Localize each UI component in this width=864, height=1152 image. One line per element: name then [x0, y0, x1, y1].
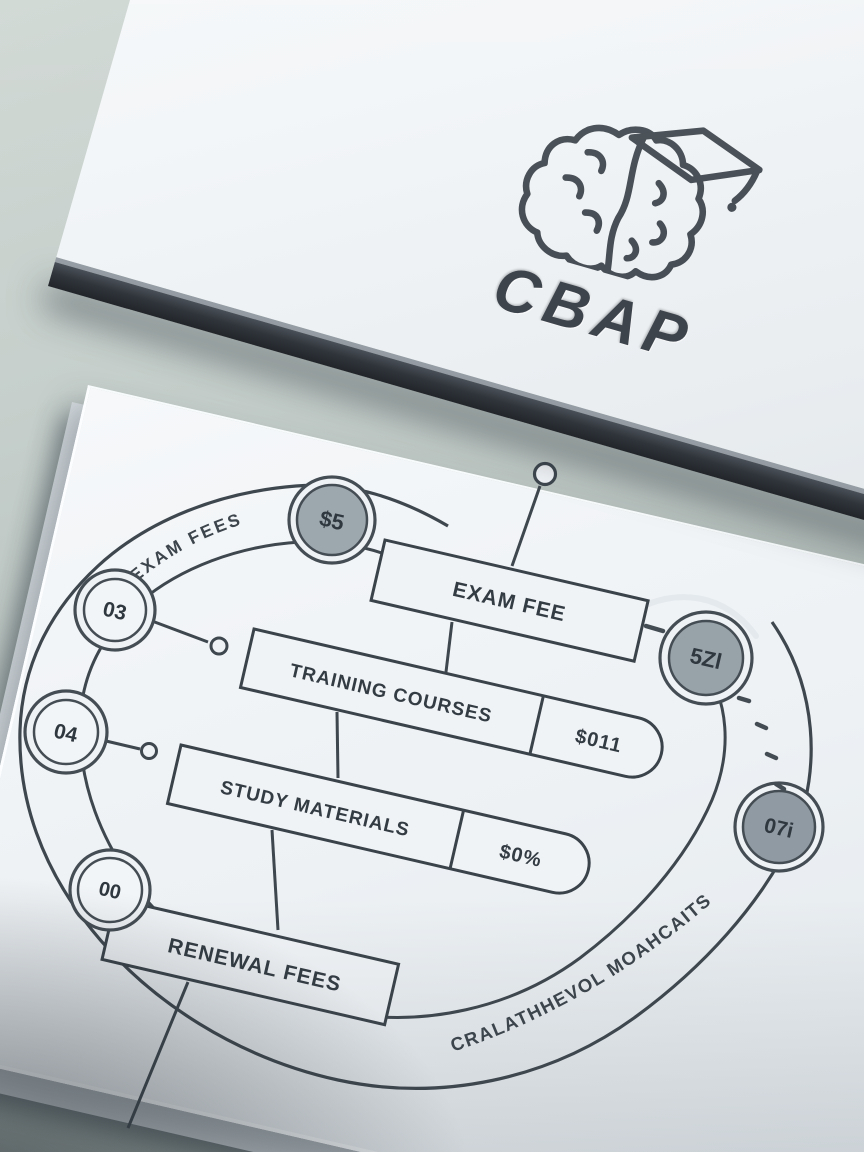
connector-renewal-bottom: [126, 981, 190, 1129]
connector-exam-training: [444, 621, 454, 673]
connector-study-renewal: [270, 829, 280, 931]
badge-step-00: 00: [68, 848, 152, 932]
top-connector-line: [510, 485, 542, 567]
top-connector-dot: [532, 461, 558, 487]
badge-exam-fee-price: $5: [287, 475, 377, 565]
connector-04-dot: [140, 742, 158, 760]
connector-badge-03: [151, 619, 209, 644]
brand-logo-block: CBAP: [449, 69, 787, 386]
arc-label-bottom: CRALATHHEVOL MOAHCAITS: [448, 889, 714, 1056]
row-study-materials: STUDY MATERIALS $0%: [165, 743, 591, 895]
badge-value-5zl: 5Zl: [658, 610, 754, 706]
row-exam-fee: EXAM FEE: [369, 538, 650, 663]
row-renewal-fees: RENEWAL FEES: [100, 897, 401, 1027]
connector-training-study: [335, 711, 340, 779]
svg-text:CRALATHHEVOL MOAHCAITS: CRALATHHEVOL MOAHCAITS: [448, 889, 716, 1056]
connector-badge-04: [105, 739, 141, 751]
connector-03-dot: [209, 636, 229, 656]
badge-value-07i: 07i: [733, 781, 825, 873]
badge-step-04: 04: [23, 689, 109, 775]
badge-step-03: 03: [73, 568, 157, 652]
